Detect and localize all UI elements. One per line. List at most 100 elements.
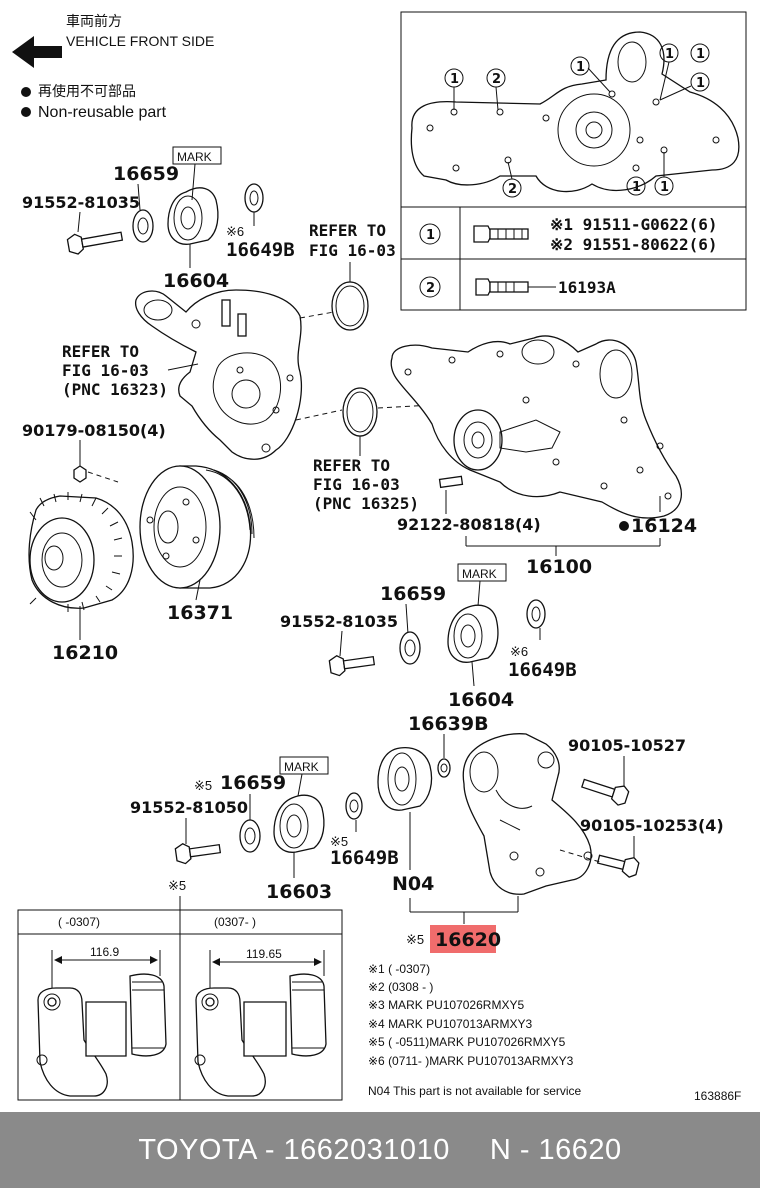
label-16371: 16371 <box>167 602 233 624</box>
label-91552-81035-b: 91552-81035 <box>280 612 398 631</box>
svg-text:1: 1 <box>665 47 674 62</box>
label-16649b-c: 16649B <box>330 847 399 869</box>
table-row1-part-b: ※2 91551-80622(6) <box>550 235 718 254</box>
nut-90179-icon <box>73 465 87 483</box>
label-16649b-a: 16649B <box>226 239 295 261</box>
label-92122-80818: 92122-80818(4) <box>397 515 541 534</box>
label-16124: 16124 <box>631 515 697 537</box>
dust-cover-16649b-b <box>526 599 546 629</box>
vehicle-front-arrow-icon <box>12 36 62 68</box>
highlight-16620-box <box>430 925 496 953</box>
bolt-90105-10253 <box>596 854 640 878</box>
o-ring-b <box>342 387 378 437</box>
table-row1-number: 1 <box>426 228 435 243</box>
dust-cover-16649b-a <box>244 183 264 213</box>
refer-fig-b-line3: (PNC 16323) <box>62 380 168 399</box>
refer-fig-a-line2: FIG 16-03 <box>309 241 396 260</box>
note-2: ※2 (0308 - ) <box>368 980 433 994</box>
svg-text:1: 1 <box>450 72 459 87</box>
inset-frame <box>400 11 747 311</box>
label-91552-81050: 91552-81050 <box>130 798 248 817</box>
table-row2-part: 16193A <box>558 278 616 297</box>
bolt-icon <box>475 278 556 296</box>
note-1: ※1 ( -0307) <box>368 962 430 976</box>
bolt-91552-81035-a <box>66 231 124 255</box>
water-pump-16100 <box>390 335 682 519</box>
label-16604-b: 16604 <box>448 689 514 711</box>
tensioner-bracket <box>462 733 593 895</box>
nonreusable-bullet-icon <box>21 87 31 97</box>
label-16100: 16100 <box>526 556 592 578</box>
water-inlet-housing <box>134 289 302 460</box>
refer-fig-c-line2: FIG 16-03 <box>313 475 400 494</box>
washer-16659-c <box>239 819 261 853</box>
nonreuse-jp-label: 再使用不可部品 <box>38 83 136 99</box>
washer-16659-b <box>399 631 421 665</box>
idler-pulley-16603 <box>273 794 325 853</box>
nonreusable-bullet-icon <box>21 107 31 117</box>
note-6: ※6 (0711- )MARK PU107013ARMXY3 <box>368 1054 574 1068</box>
table-row2-number: 2 <box>426 281 435 296</box>
svg-text:1: 1 <box>696 76 705 91</box>
stud-bolt-92122 <box>438 475 464 489</box>
parts-diagram: 車両前方 VEHICLE FRONT SIDE 再使用不可部品 Non-reus… <box>12 11 747 1103</box>
label-16649b-b: 16649B <box>508 659 577 681</box>
refer-fig-c-line1: REFER TO <box>313 456 390 475</box>
note-marker-6b: ※6 <box>510 644 528 659</box>
footer-part-number: TOYOTA - 1662031010 <box>138 1133 450 1166</box>
label-16210: 16210 <box>52 642 118 664</box>
svg-text:1: 1 <box>696 47 705 62</box>
note-marker-5a: ※5 <box>194 778 212 793</box>
label-N04: N04 <box>392 873 434 895</box>
note-3: ※3 MARK PU107026RMXY5 <box>368 998 524 1012</box>
table-row2-callout <box>419 276 441 298</box>
nonreuse-en-label: Non-reusable part <box>38 104 167 121</box>
detail-left-dimension: 116.9 <box>90 945 119 959</box>
fan-pulley-16371 <box>139 465 255 589</box>
illustration-code: 163886F <box>694 1089 741 1103</box>
o-ring-a <box>331 281 369 331</box>
label-16639b: 16639B <box>408 713 489 735</box>
detail-right-header: (0307- ) <box>214 915 256 929</box>
bolt-icon <box>473 225 529 243</box>
mark-label-c: MARK <box>284 760 319 774</box>
dust-cover-16649b-c <box>345 792 363 820</box>
tensioner-pulley-n04 <box>377 746 433 811</box>
label-90105-10253: 90105-10253(4) <box>580 816 724 835</box>
footer-pnc: N - 16620 <box>489 1133 622 1166</box>
mark-label-b: MARK <box>462 567 497 581</box>
front-en-label: VEHICLE FRONT SIDE <box>66 33 214 49</box>
detail-right-tensioner <box>194 950 327 1097</box>
label-91552-81035-a: 91552-81035 <box>22 193 140 212</box>
label-90105-10527: 90105-10527 <box>568 736 686 755</box>
bolt-91552-81050 <box>174 843 222 865</box>
svg-text:1: 1 <box>632 180 641 195</box>
label-16604-a: 16604 <box>163 270 229 292</box>
nonreusable-bullet-icon <box>619 521 629 531</box>
fluid-coupling-16210 <box>28 492 134 612</box>
washer-16659-a <box>132 209 154 243</box>
note-4: ※4 MARK PU107013ARMXY3 <box>368 1017 532 1031</box>
refer-fig-b-line2: FIG 16-03 <box>62 361 149 380</box>
detail-left-tensioner <box>36 950 167 1097</box>
label-90179-08150: 90179-08150(4) <box>22 421 166 440</box>
refer-fig-c-line3: (PNC 16325) <box>313 494 419 513</box>
note-marker-5c: ※5 <box>168 878 186 893</box>
refer-fig-a-line1: REFER TO <box>309 221 386 240</box>
label-16603: 16603 <box>266 881 332 903</box>
note-5: ※5 ( -0511)MARK PU107026RMXY5 <box>368 1035 566 1049</box>
note-n04: N04 This part is not available for servi… <box>368 1084 582 1098</box>
dust-cover-16639b <box>437 758 451 778</box>
detail-left-header: ( -0307) <box>58 915 100 929</box>
label-16659-a: 16659 <box>113 163 179 185</box>
table-row1-part-a: ※1 91511-G0622(6) <box>550 215 718 234</box>
label-16659-c: 16659 <box>220 772 286 794</box>
footer-bar: TOYOTA - 1662031010 N - 16620 <box>0 1112 760 1188</box>
bolt-90105-10527 <box>581 778 630 806</box>
svg-text:2: 2 <box>508 182 517 197</box>
detail-right-dimension: 119.65 <box>246 947 282 961</box>
table-row1-callout <box>419 223 441 245</box>
note-marker-5b: ※5 <box>330 834 348 849</box>
refer-fig-b-line1: REFER TO <box>62 342 139 361</box>
note-marker-5d: ※5 <box>406 932 424 947</box>
